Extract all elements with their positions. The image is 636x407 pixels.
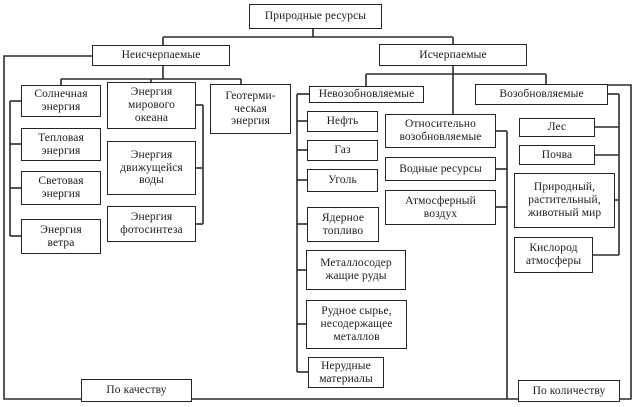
node-atmospheric-air: Атмосферный воздух xyxy=(385,190,496,225)
node-atmospheric-oxygen: Кислород атмосферы xyxy=(514,237,593,273)
node-gas: Газ xyxy=(307,140,378,161)
node-ocean-energy: Энергия мирового океана xyxy=(107,82,196,129)
node-inexhaustible: Неисчерпаемые xyxy=(92,45,230,66)
node-water-resources: Водные ресурсы xyxy=(385,157,496,181)
node-solar-energy: Солнечная энергия xyxy=(21,85,101,117)
node-by-quantity: По количеству xyxy=(518,380,620,402)
node-oil: Нефть xyxy=(307,111,378,132)
node-wind-energy: Энергия ветра xyxy=(21,219,101,254)
node-moving-water-energy: Энергия движущейся воды xyxy=(107,141,196,195)
node-light-energy: Световая энергия xyxy=(21,171,101,205)
node-soil: Почва xyxy=(519,145,595,165)
node-non-renewable: Невозобновляемые xyxy=(309,86,424,103)
node-forest: Лес xyxy=(519,118,595,137)
node-natural-world: Природный, растительный, животный мир xyxy=(514,173,615,228)
node-relatively-renewable: Относительно возобновляемые xyxy=(385,114,496,148)
connector-4 xyxy=(3,55,632,400)
node-non-metal-ore-raw: Рудное сырье, несодержащее металлов xyxy=(306,300,407,349)
node-by-quality: По качеству xyxy=(81,379,192,402)
node-non-ore-materials: Нерудные материалы xyxy=(308,357,384,388)
node-thermal-energy: Тепловая энергия xyxy=(21,128,101,161)
node-photosynthesis-energy: Энергия фотосинтеза xyxy=(107,206,196,242)
node-geothermal-energy: Геотерми- ческая энергия xyxy=(210,84,291,134)
node-nuclear-fuel: Ядерное топливо xyxy=(307,207,379,242)
node-renewable: Возобновляемые xyxy=(475,84,608,105)
node-natural-resources: Природные ресурсы xyxy=(249,4,382,29)
node-metal-ores: Металлосодер жащие руды xyxy=(306,250,406,290)
node-exhaustible: Исчерпаемые xyxy=(379,44,527,66)
node-coal: Уголь xyxy=(307,169,378,192)
